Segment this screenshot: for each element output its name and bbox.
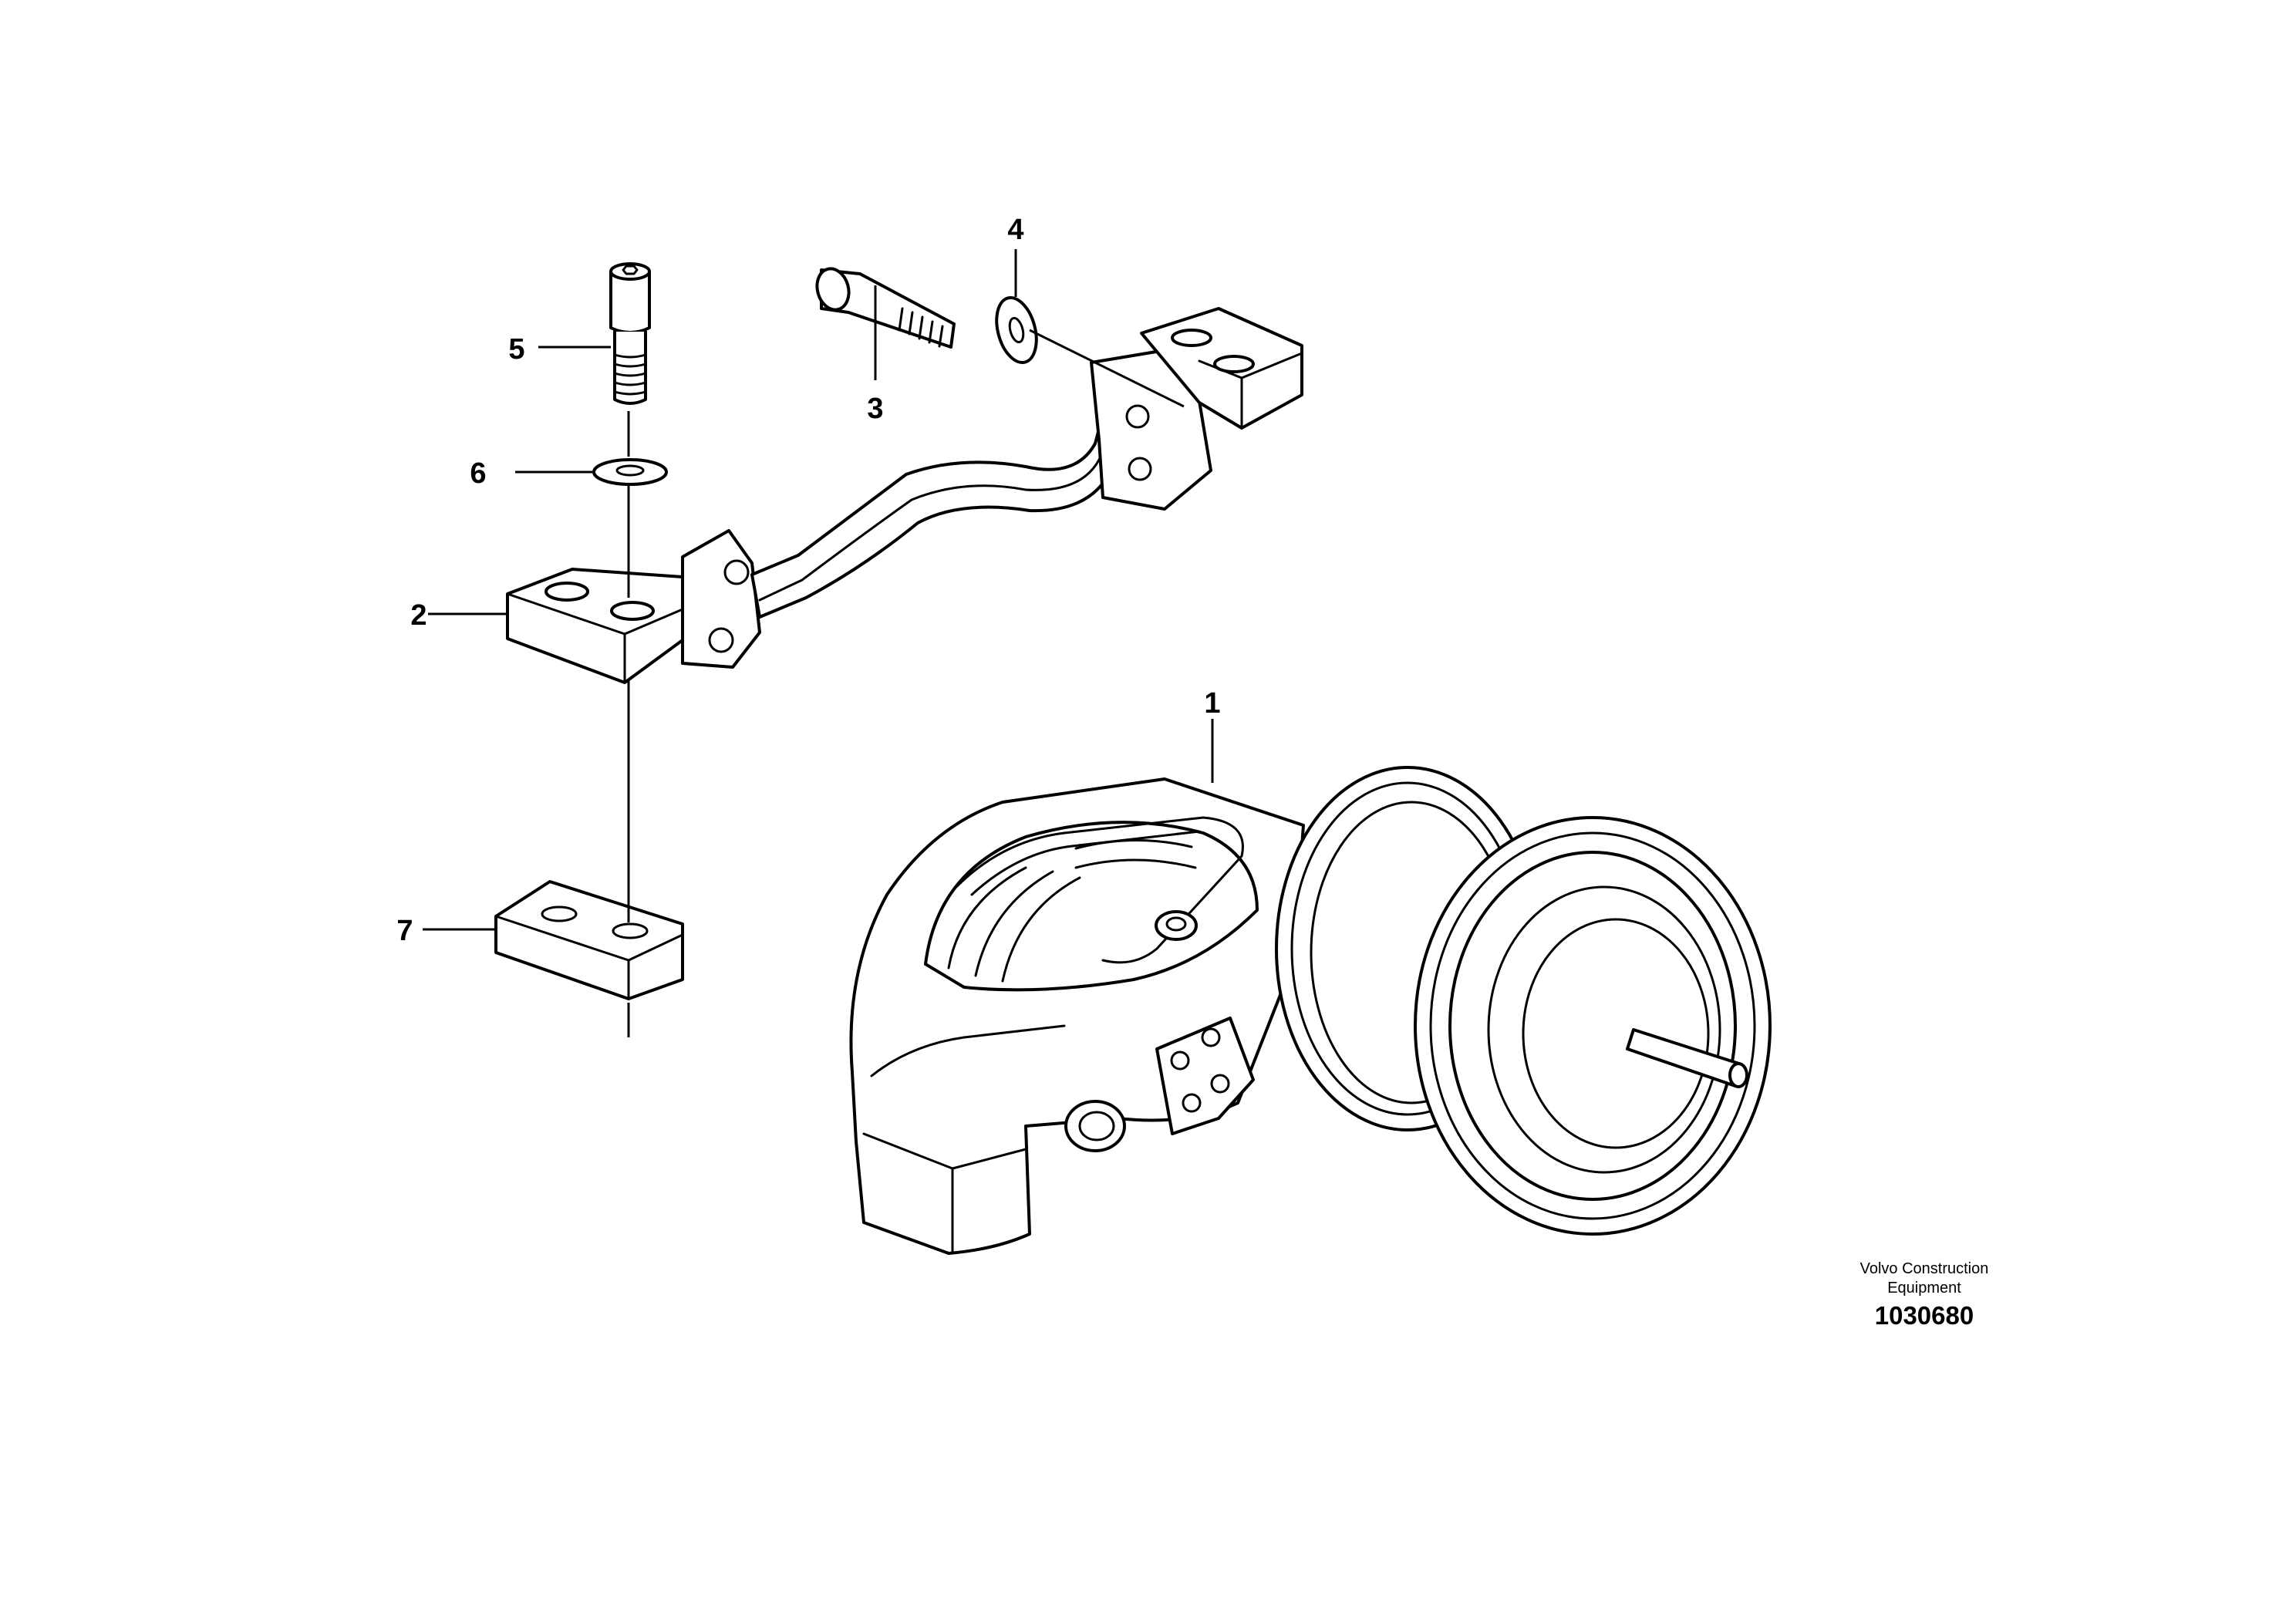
callout-6: 6 — [470, 457, 486, 490]
upper-washer-part — [592, 458, 668, 486]
spacer-block-part — [494, 880, 684, 1000]
bolt-part — [815, 267, 956, 349]
drawing-stamp: Volvo Construction Equipment 1030680 — [1860, 1260, 1989, 1330]
screw-part — [609, 262, 651, 405]
callout-4: 4 — [1007, 214, 1023, 246]
callout-3: 3 — [867, 393, 883, 425]
stamp-brand-line-2: Equipment — [1887, 1280, 1961, 1297]
callout-labels: 1 2 3 4 5 6 7 — [396, 214, 1220, 947]
stamp-brand-line-1: Volvo Construction — [1860, 1260, 1989, 1277]
bracket-part — [506, 307, 1303, 684]
side-washer-part — [995, 296, 1038, 364]
leader-lines — [423, 249, 1214, 1037]
callout-7: 7 — [396, 915, 413, 947]
stamp-drawing-number: 1030680 — [1875, 1301, 1974, 1330]
brake-caliper-part — [849, 766, 1772, 1255]
callout-2: 2 — [410, 599, 426, 632]
callout-5: 5 — [508, 333, 524, 366]
callout-1: 1 — [1204, 687, 1220, 720]
